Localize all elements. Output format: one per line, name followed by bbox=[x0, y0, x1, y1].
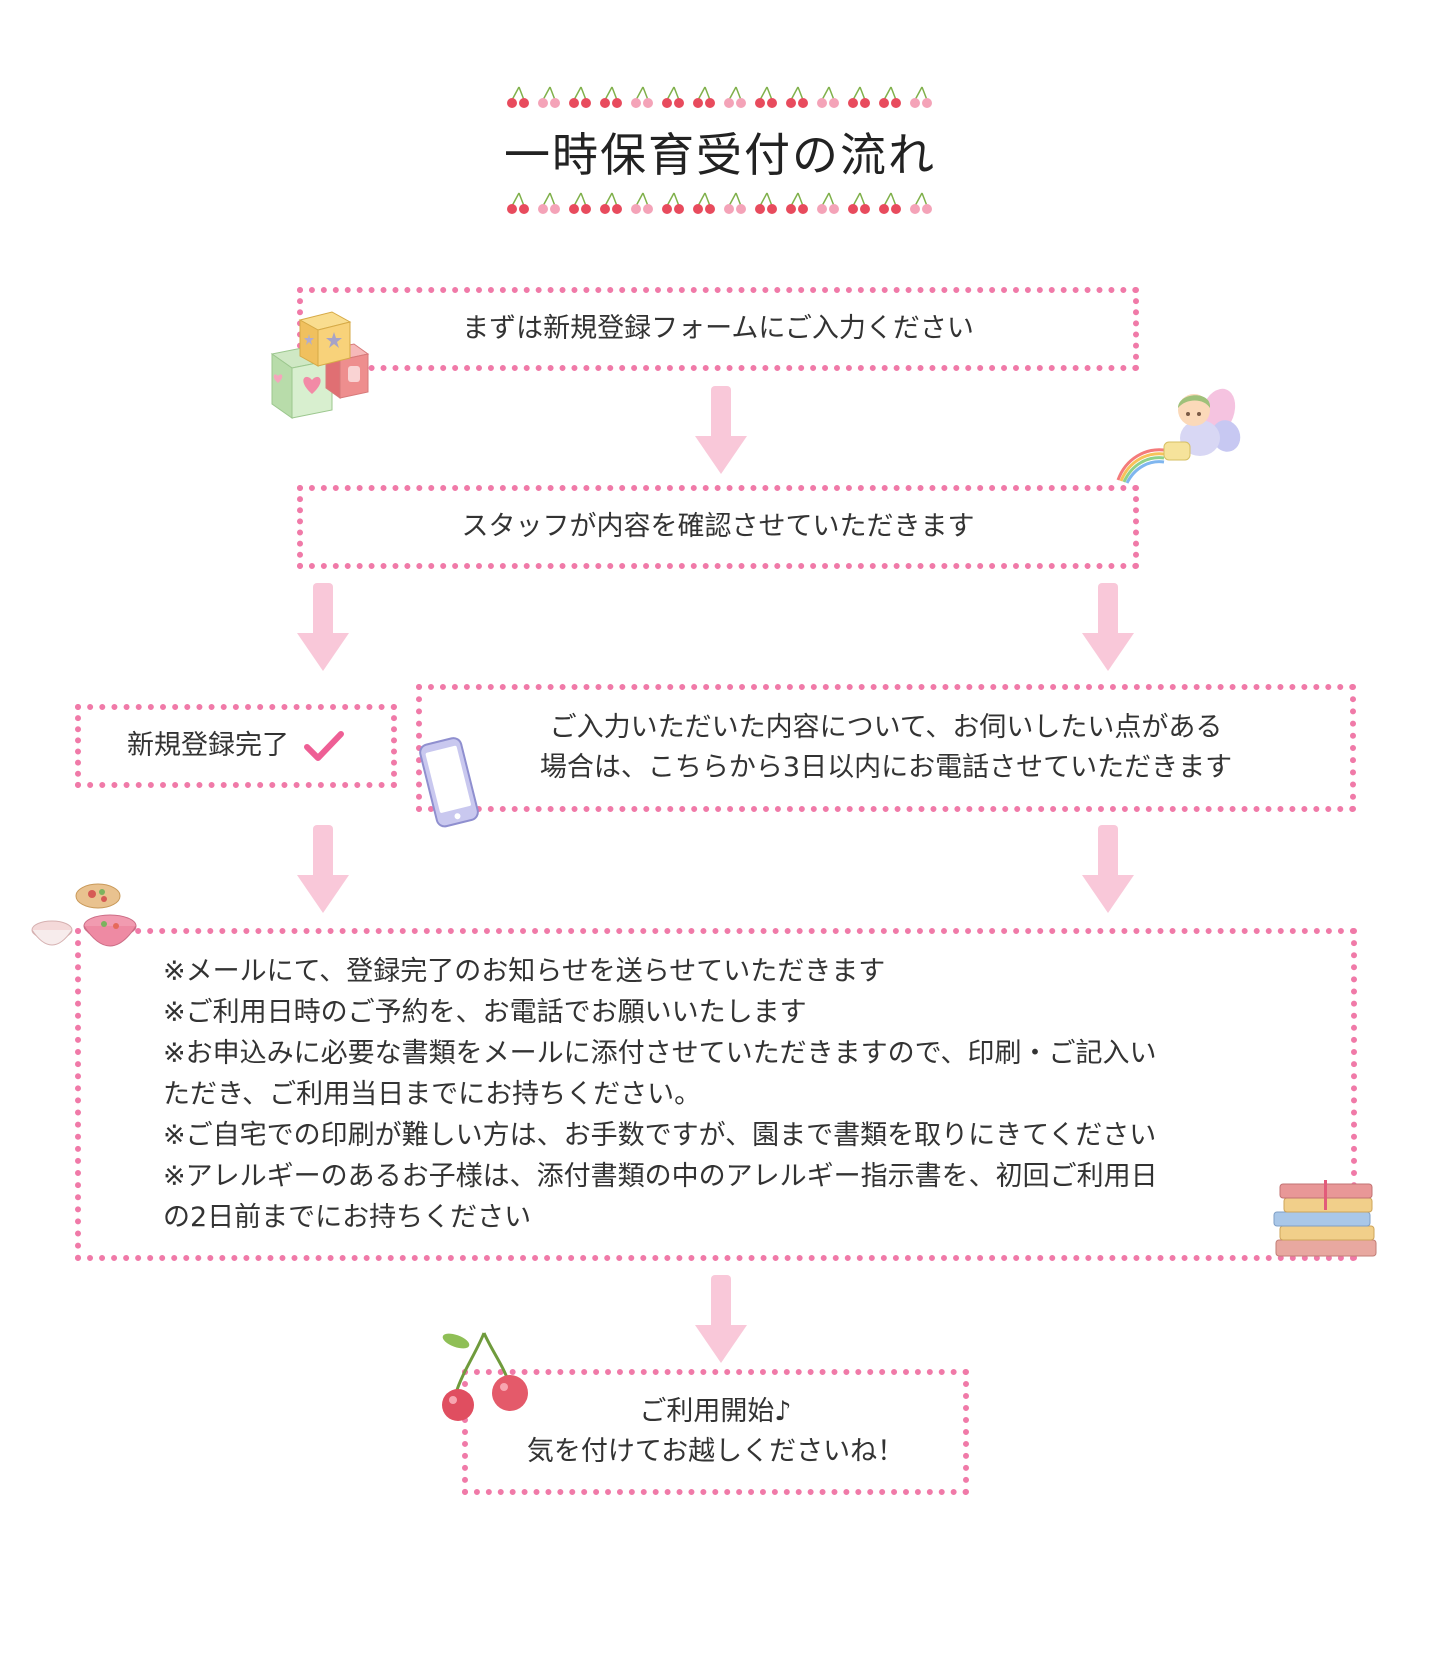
cherry-pair bbox=[879, 192, 901, 214]
note-line: の2日前までにお持ちください bbox=[163, 1202, 532, 1233]
step-notes: ※メールにて、登録完了のお知らせを送らせていただきます ※ご利用日時のご予約を、… bbox=[75, 928, 1357, 1261]
step-phone-call-text: ご入力いただいた内容について、お伺いしたい点がある 場合は、こちらから3日以内に… bbox=[540, 708, 1232, 788]
note-line: ※メールにて、登録完了のお知らせを送らせていただきます bbox=[163, 956, 886, 987]
step-phone-call: ご入力いただいた内容について、お伺いしたい点がある 場合は、こちらから3日以内に… bbox=[416, 684, 1356, 812]
cherry-pair bbox=[910, 192, 932, 214]
cherry-pair bbox=[755, 192, 777, 214]
cherry-pair bbox=[848, 192, 870, 214]
cherry-icon bbox=[442, 1332, 528, 1421]
cherry-pair bbox=[693, 86, 715, 108]
down-arrow-3a bbox=[297, 825, 349, 913]
step-staff-check: スタッフが内容を確認させていただきます bbox=[297, 485, 1139, 569]
cherry-pair bbox=[507, 192, 529, 214]
note-line: ※アレルギーのあるお子様は、添付書類の中のアレルギー指示書を、初回ご利用日 bbox=[163, 1161, 1158, 1192]
down-arrow-1 bbox=[695, 386, 747, 474]
note-line: ※ご自宅での印刷が難しい方は、お手数ですが、園まで書類を取りにきてください bbox=[163, 1120, 1157, 1151]
cherry-pair bbox=[662, 192, 684, 214]
meal-bowls-icon bbox=[31, 883, 137, 947]
cherry-pair bbox=[538, 192, 560, 214]
cherry-pair bbox=[910, 86, 932, 108]
toy-blocks-icon bbox=[270, 311, 370, 419]
down-arrow-2a bbox=[297, 583, 349, 671]
cherry-pair bbox=[600, 86, 622, 108]
down-arrow-4 bbox=[695, 1275, 747, 1363]
step-notes-list: ※メールにて、登録完了のお知らせを送らせていただきます ※ご利用日時のご予約を、… bbox=[163, 951, 1158, 1238]
cherry-pair bbox=[569, 86, 591, 108]
cherry-pair bbox=[569, 192, 591, 214]
step-phone-call-line-1: ご入力いただいた内容について、お伺いしたい点がある bbox=[549, 712, 1223, 743]
cherry-pair bbox=[631, 86, 653, 108]
step-start-usage-text: ご利用開始♪ 気を付けてお越しくださいね！ bbox=[527, 1392, 904, 1472]
cherry-border-bottom bbox=[507, 192, 932, 214]
step-staff-check-text: スタッフが内容を確認させていただきます bbox=[461, 511, 975, 542]
cherry-pair bbox=[724, 86, 746, 108]
smartphone-icon bbox=[419, 737, 479, 828]
cherry-pair bbox=[786, 86, 808, 108]
cherry-pair bbox=[662, 86, 684, 108]
cherry-pair bbox=[817, 86, 839, 108]
cherry-pair bbox=[879, 86, 901, 108]
cherry-pair bbox=[786, 192, 808, 214]
step-start-usage-line-2: 気を付けてお越しくださいね！ bbox=[526, 1436, 905, 1467]
stacked-books-icon bbox=[1273, 1180, 1377, 1257]
fairy-icon bbox=[1116, 388, 1241, 484]
cherry-pair bbox=[817, 192, 839, 214]
cherry-pair bbox=[631, 192, 653, 214]
cherry-border-top bbox=[507, 86, 932, 108]
down-arrow-3b bbox=[1082, 825, 1134, 913]
step-register-form: まずは新規登録フォームにご入力ください bbox=[297, 287, 1139, 371]
cherry-pair bbox=[848, 86, 870, 108]
cherry-pair bbox=[538, 86, 560, 108]
note-line: ただき、ご利用当日までにお持ちください。 bbox=[163, 1079, 702, 1110]
step-registration-complete-text: 新規登録完了 bbox=[127, 730, 289, 761]
step-start-usage: ご利用開始♪ 気を付けてお越しくださいね！ bbox=[462, 1369, 969, 1495]
page-title: 一時保育受付の流れ bbox=[504, 128, 936, 182]
step-phone-call-line-2: 場合は、こちらから3日以内にお電話させていただきます bbox=[539, 752, 1233, 783]
down-arrow-2b bbox=[1082, 583, 1134, 671]
cherry-pair bbox=[755, 86, 777, 108]
step-start-usage-line-1: ご利用開始♪ bbox=[639, 1396, 792, 1427]
step-registration-complete: 新規登録完了 bbox=[75, 704, 397, 788]
cherry-pair bbox=[724, 192, 746, 214]
note-line: ※ご利用日時のご予約を、お電話でお願いいたします bbox=[163, 997, 807, 1028]
step-register-form-text: まずは新規登録フォームにご入力ください bbox=[462, 313, 974, 344]
note-line: ※お申込みに必要な書類をメールに添付させていただきますので、印刷・ご記入い bbox=[163, 1038, 1157, 1069]
checkmark-icon bbox=[304, 731, 344, 761]
cherry-pair bbox=[507, 86, 529, 108]
cherry-pair bbox=[600, 192, 622, 214]
cherry-pair bbox=[693, 192, 715, 214]
